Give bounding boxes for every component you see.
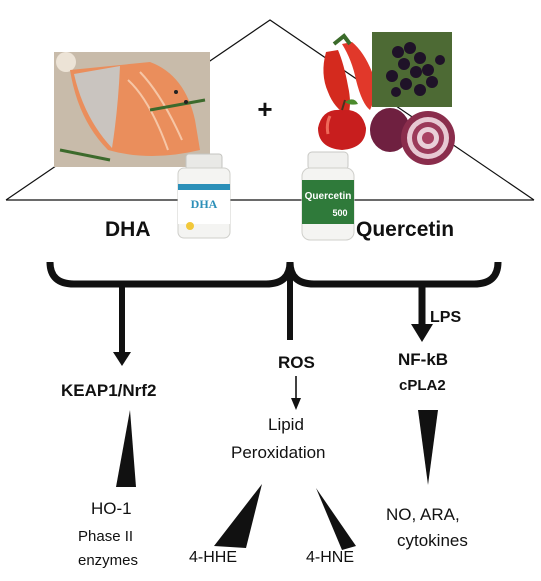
salmon-photo	[54, 52, 210, 167]
increase-wedge-4-hhe	[214, 484, 262, 548]
quercetin-supplement-bottle: Quercetin 500	[301, 151, 355, 241]
keap1-nrf2-label: KEAP1/Nrf2	[61, 381, 157, 400]
increase-wedge-4-hne	[316, 488, 356, 550]
ros-label: ROS	[278, 353, 315, 372]
apple-photo	[318, 99, 366, 150]
arrowhead-lps-nfkb	[411, 324, 433, 342]
no-ara-label: NO, ARA,	[386, 505, 460, 524]
cytokines-label: cytokines	[397, 531, 468, 550]
quercetin-label: Quercetin	[356, 218, 455, 241]
ho-1-label: HO-1	[91, 499, 132, 518]
dha-supplement-bottle: DHA	[177, 153, 231, 239]
arrowhead-ros-lipid	[291, 398, 301, 410]
enzymes-label: enzymes	[78, 552, 139, 569]
quercetin-bottle-name-text: Quercetin	[305, 191, 352, 202]
increase-wedge-keap1	[116, 410, 136, 487]
plus-sign: +	[257, 94, 272, 124]
cpla2-label: cPLA2	[399, 377, 446, 394]
quercetin-bottle-dose-text: 500	[332, 208, 347, 218]
lipid-label: Lipid	[268, 415, 304, 434]
dha-bottle-brand-text: DHA	[191, 197, 218, 211]
elderberry-photo	[372, 32, 452, 107]
4-hne-label: 4-HNE	[306, 549, 355, 566]
lps-label: LPS	[430, 309, 462, 326]
dha-label: DHA	[105, 218, 151, 241]
phase-ii-label: Phase II	[78, 528, 134, 545]
4-hhe-label: 4-HHE	[189, 549, 238, 566]
red-onion-photo	[370, 108, 455, 165]
convergence-brace	[46, 261, 502, 288]
peroxidation-label: Peroxidation	[231, 443, 326, 462]
arrowhead-keap1-nrf2	[113, 352, 131, 366]
red-peppers-photo	[323, 33, 375, 116]
nfkb-label: NF-kB	[398, 350, 449, 369]
decrease-wedge-nfkb	[418, 410, 438, 485]
